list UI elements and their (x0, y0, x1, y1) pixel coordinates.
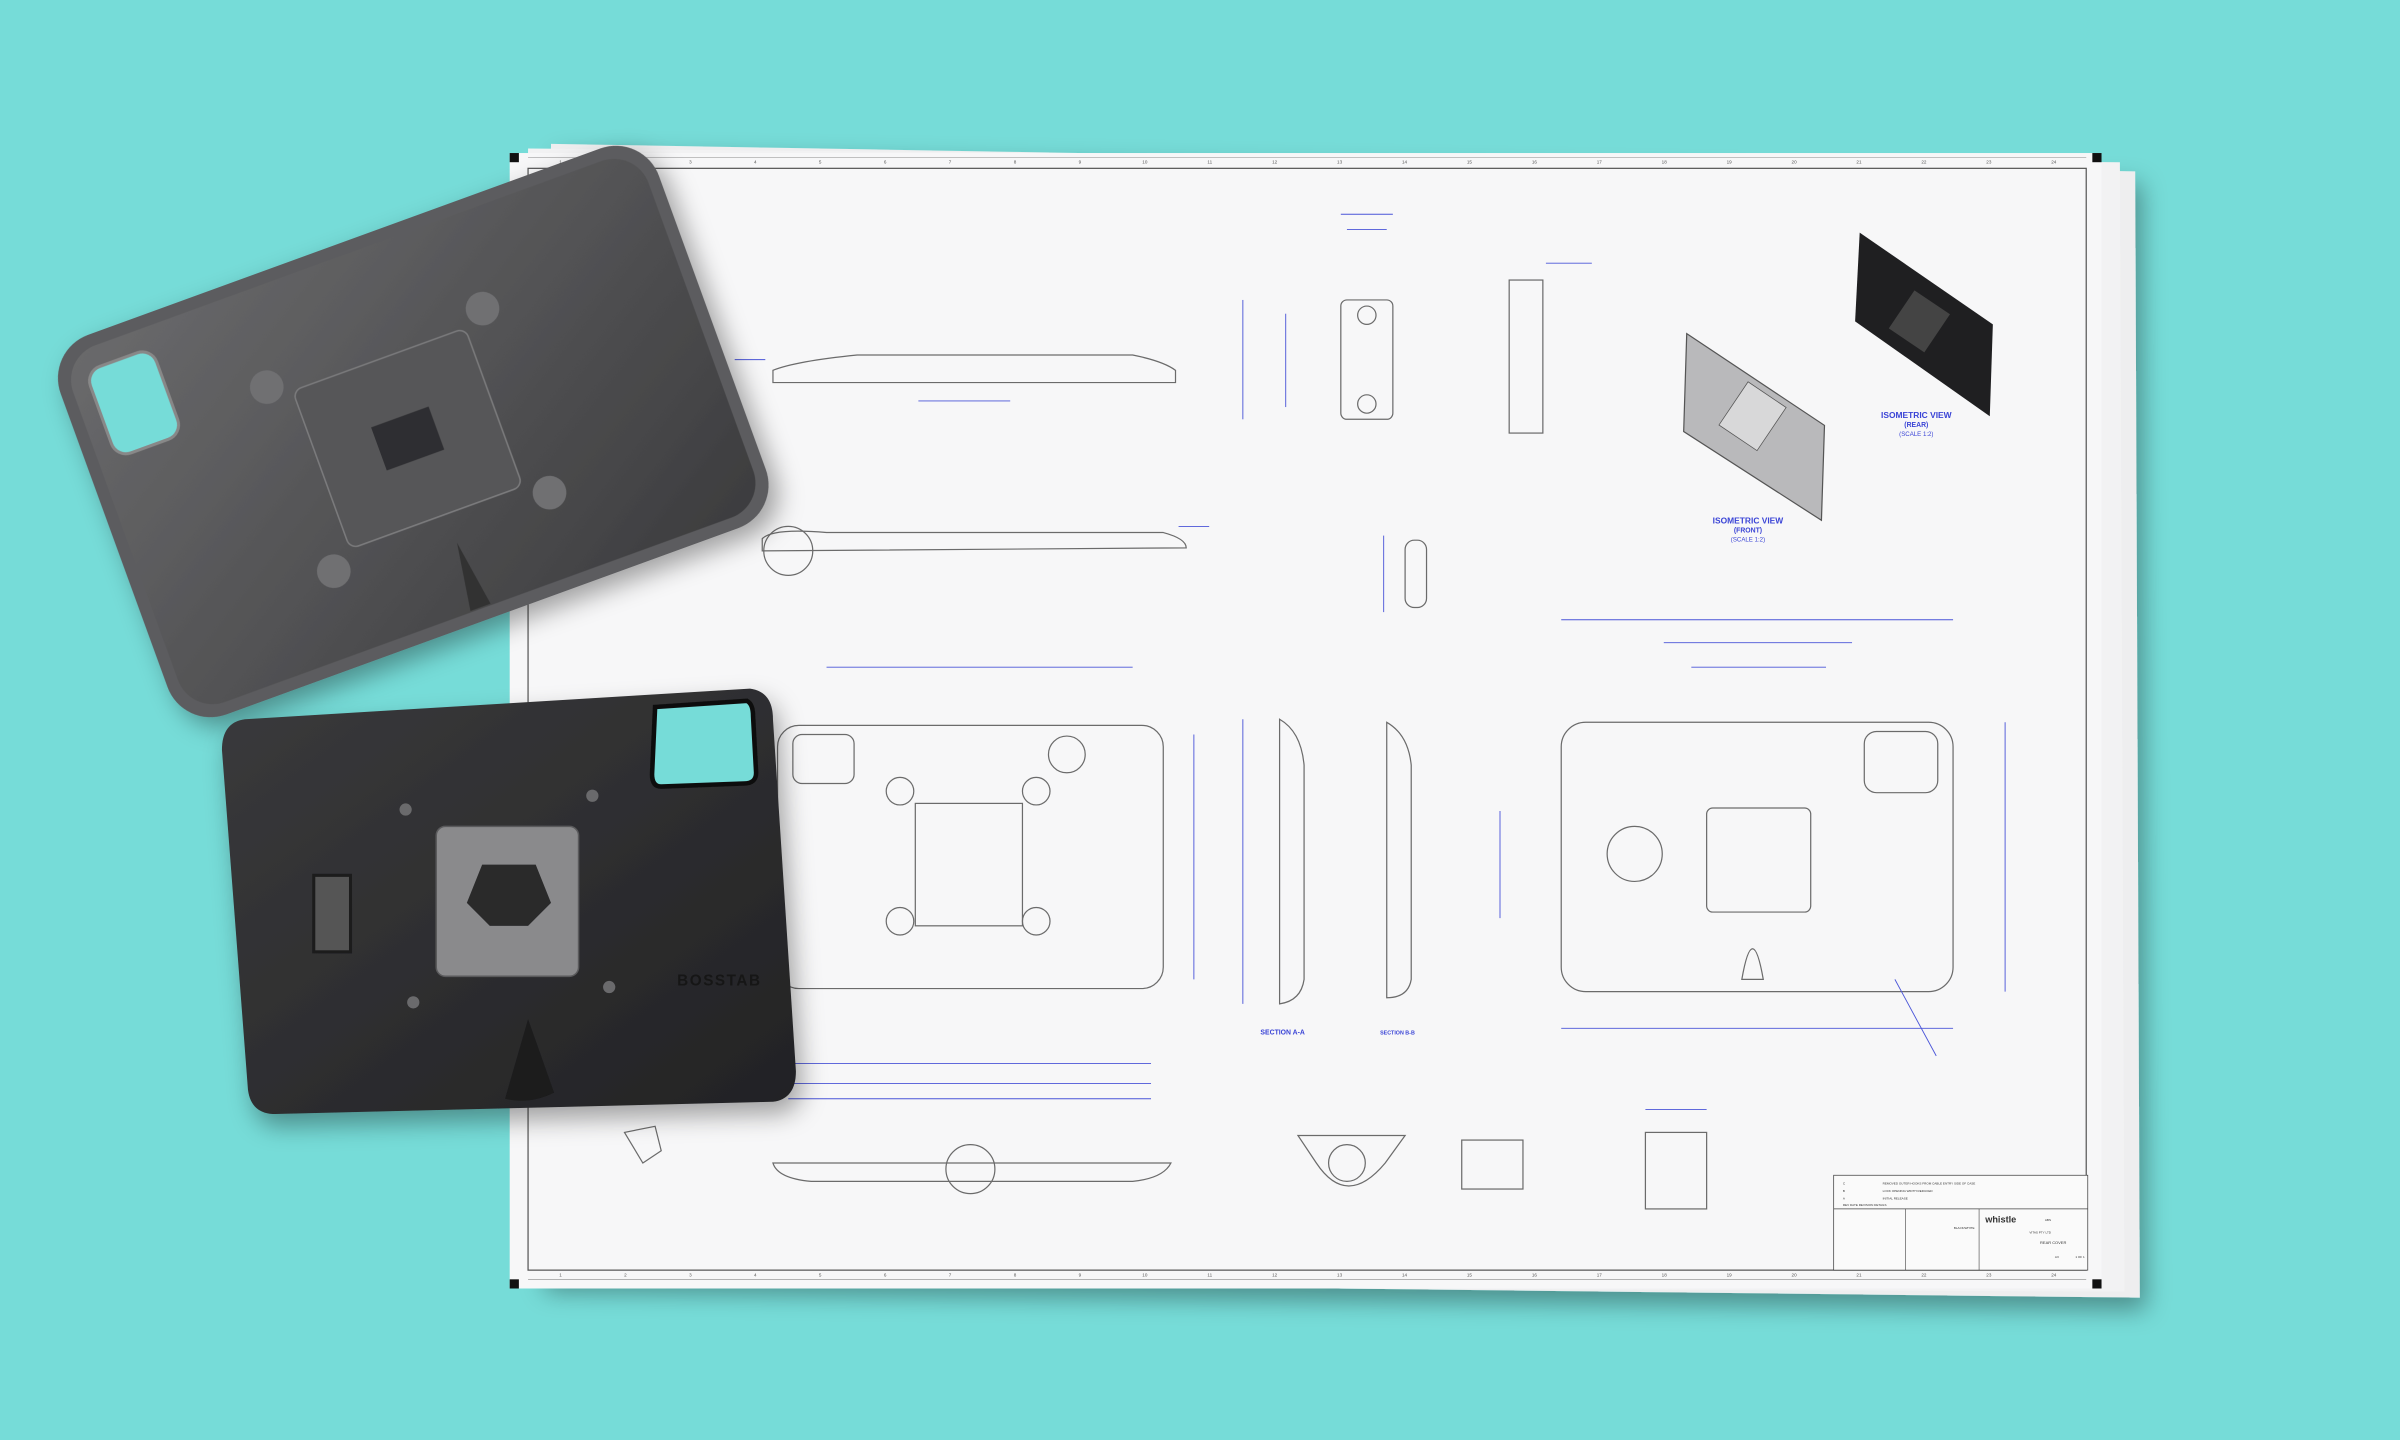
client-value: VITAS PTY LTD (2029, 1230, 2051, 1234)
grid-column-label: 7 (949, 160, 952, 165)
section-bb-label: SECTION B-B (1380, 1030, 1415, 1036)
grid-column-label: 4 (754, 160, 757, 165)
material-value: ABS (2045, 1218, 2051, 1222)
grid-column-label: 24 (2051, 160, 2057, 165)
iso-front-sub: (FRONT) (1734, 528, 1762, 535)
grid-column-label: 22 (1921, 1272, 1927, 1277)
size-value: A3 (2055, 1255, 2059, 1259)
revision-code: B (1843, 1189, 1845, 1193)
detail-views-top (1242, 213, 1592, 613)
grid-column-label: 8 (1014, 1272, 1017, 1277)
grid-column-label: 16 (1532, 1272, 1538, 1277)
grid-column-label: 7 (949, 1272, 952, 1277)
grid-column-label: 17 (1597, 160, 1603, 165)
grid-column-label: 1 (559, 160, 562, 165)
grid-column-label: 21 (1856, 1272, 1862, 1277)
grid-column-label: 10 (1142, 1272, 1148, 1277)
grid-column-label: 19 (1727, 160, 1733, 165)
grid-column-label: 23 (1986, 160, 1992, 165)
grid-column-label: 1 (559, 1272, 562, 1277)
section-aa-label: SECTION A-A (1260, 1029, 1304, 1036)
grid-column-label: 11 (1207, 1272, 1212, 1277)
description-value: REAR COVER (2040, 1240, 2066, 1245)
grid-column-label: 6 (884, 160, 887, 165)
grid-column-label: 18 (1662, 160, 1668, 165)
iso-rear-sub: (REAR) (1904, 422, 1928, 429)
revision-header: REV DATE REVISION DETAILS (1843, 1203, 1887, 1207)
grid-column-label: 22 (1921, 160, 1927, 165)
grid-column-label: 9 (1079, 160, 1082, 165)
grid-column-label: 12 (1272, 160, 1278, 165)
revision-details: REMOVED OUTER HOOKS FROM CABLE ENTRY SID… (1883, 1181, 1976, 1185)
grid-column-label: 23 (1986, 1272, 1992, 1277)
rear-plan-view (1499, 619, 2006, 1057)
rear-cover-device (57, 145, 769, 718)
bottom-detail-views (623, 1108, 1708, 1210)
grid-column-label: 20 (1792, 1272, 1798, 1277)
section-views: SECTION A-A SECTION B-B (1242, 718, 1415, 1036)
revision-details: INITIAL RELEASE (1883, 1197, 1908, 1201)
iso-rear-view: ISOMETRIC VIEW (REAR) (SCALE 1:2) (1855, 232, 1993, 438)
grid-column-label: 2 (624, 160, 627, 165)
iso-rear-title: ISOMETRIC VIEW (1881, 410, 1952, 420)
grid-column-label: 19 (1727, 1272, 1733, 1277)
grid-column-label: 16 (1532, 160, 1538, 165)
grid-column-label: 14 (1402, 1272, 1408, 1277)
grid-column-label: 13 (1337, 160, 1343, 165)
grid-column-label: 3 (689, 160, 692, 165)
colour-value: BLACK/WHITE (1954, 1226, 1975, 1230)
bosstab-logo: BOSSTAB (677, 973, 761, 990)
title-block: C REMOVED OUTER HOOKS FROM CABLE ENTRY SI… (1833, 1174, 2089, 1271)
grid-column-label: 12 (1272, 1272, 1278, 1277)
grid-column-labels: 1122334455667788991010111112121313141415… (559, 160, 2057, 1278)
iso-front-view: ISOMETRIC VIEW (FRONT) (SCALE 1:2) (1683, 332, 1826, 544)
grid-column-label: 6 (884, 1272, 887, 1277)
grid-column-label: 14 (1402, 160, 1408, 165)
grid-column-label: 5 (819, 160, 822, 165)
revision-code: C (1843, 1181, 1846, 1185)
grid-column-label: 15 (1467, 160, 1473, 165)
grid-column-label: 11 (1207, 160, 1212, 165)
grid-column-label: 18 (1662, 1272, 1668, 1277)
grid-column-label: 21 (1856, 160, 1862, 165)
top-section-view (734, 354, 1210, 576)
grid-column-label: 9 (1079, 1272, 1082, 1277)
iso-rear-scale: (SCALE 1:2) (1899, 431, 1933, 438)
iso-front-title: ISOMETRIC VIEW (1713, 515, 1784, 525)
revision-details: LOCK OPENING WIDTH REDUCED (1883, 1189, 1934, 1193)
grid-column-label: 3 (689, 1272, 692, 1277)
grid-column-label: 4 (754, 1272, 757, 1277)
grid-column-label: 8 (1014, 160, 1017, 165)
grid-column-label: 13 (1337, 1272, 1343, 1277)
iso-front-scale: (SCALE 1:2) (1731, 537, 1765, 544)
revision-code: A (1843, 1197, 1846, 1201)
front-device: BOSSTAB (221, 688, 796, 1115)
sheet-value: 1 OF 1 (2075, 1255, 2085, 1259)
grid-column-label: 24 (2051, 1272, 2057, 1277)
grid-column-label: 15 (1467, 1272, 1473, 1277)
grid-column-label: 17 (1597, 1272, 1603, 1277)
grid-column-label: 20 (1792, 160, 1798, 165)
grid-column-label: 5 (819, 1272, 822, 1277)
grid-column-label: 10 (1142, 160, 1148, 165)
brand-logo: whistle (1984, 1215, 2016, 1225)
grid-column-label: 2 (624, 1272, 627, 1277)
